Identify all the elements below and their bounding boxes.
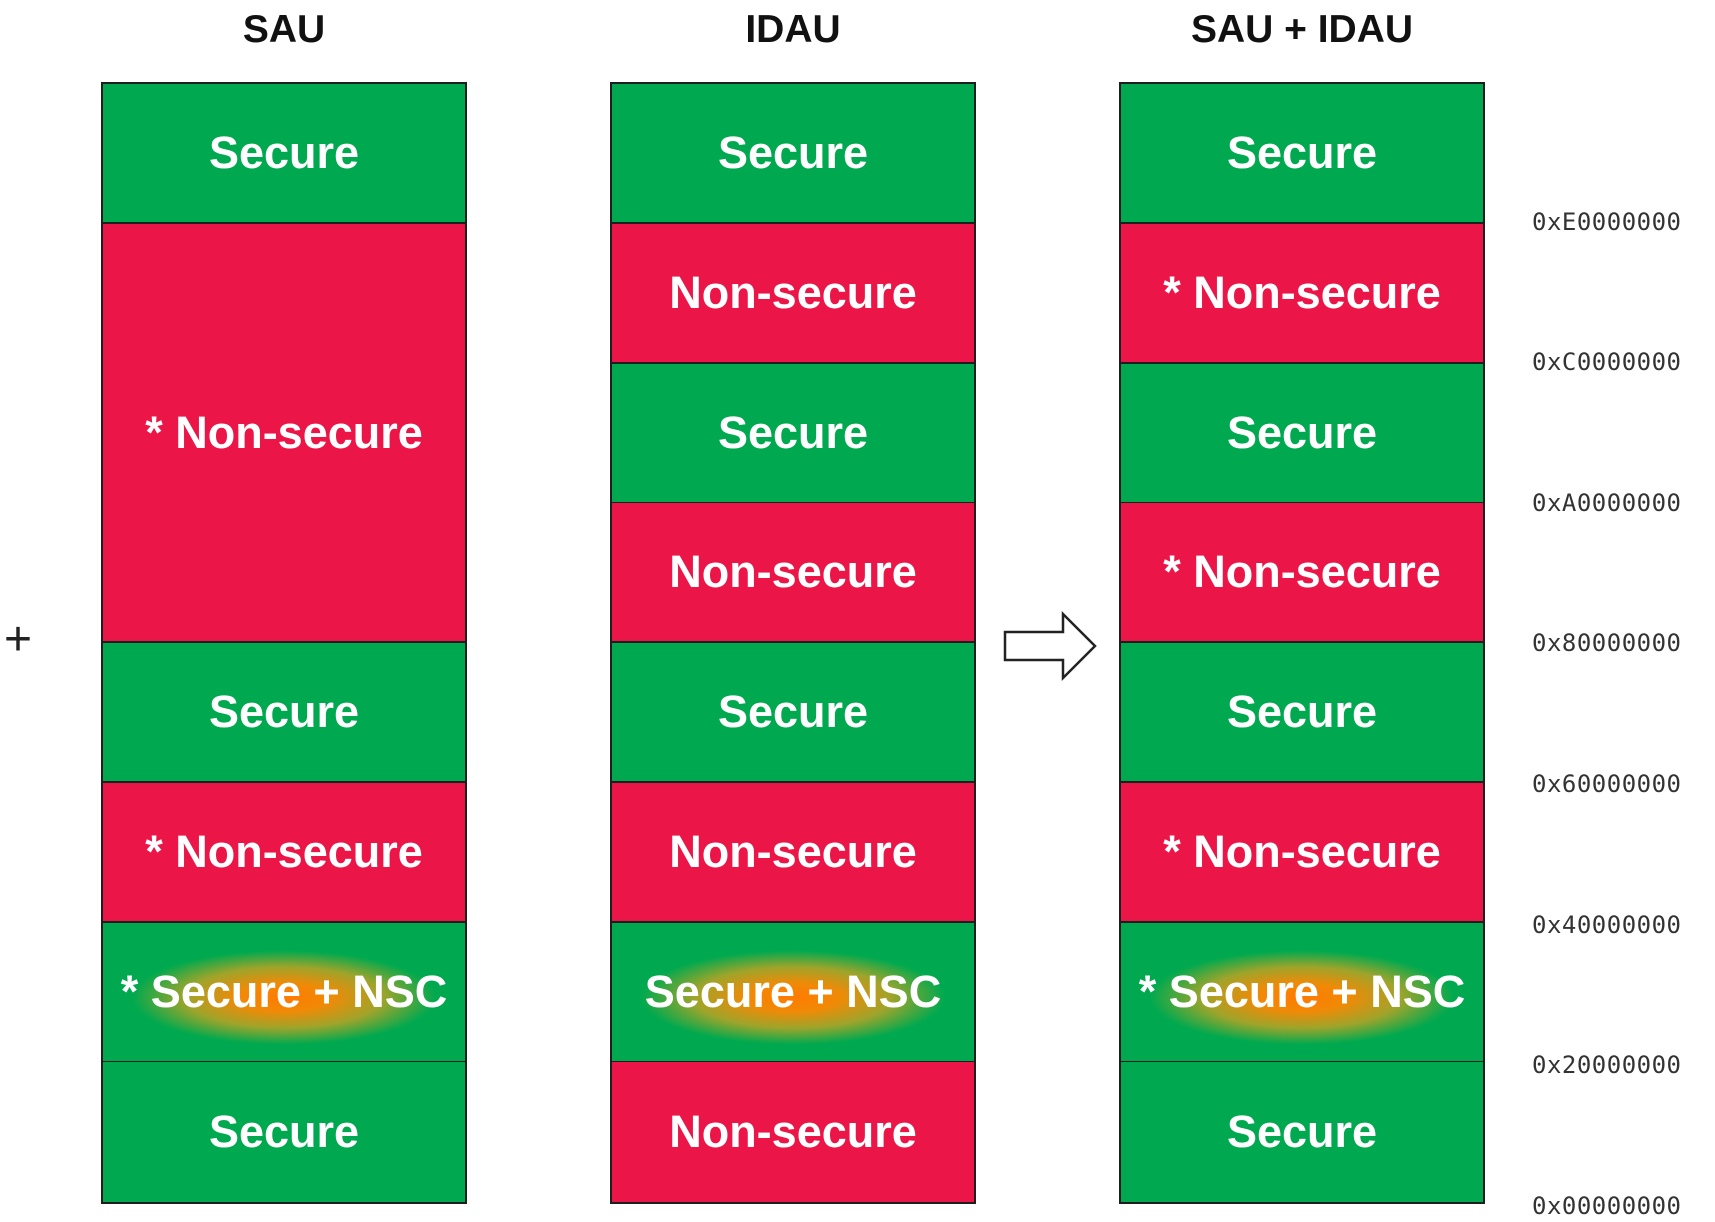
region-label: * Non-secure [145,406,423,458]
address-label: 0xE0000000 [1532,208,1682,236]
right-arrow-outline-icon [1003,610,1097,682]
region-label: Secure [208,127,360,178]
region-nonsecure: Non-secure [612,224,974,364]
region-label: Non-secure [669,826,917,877]
region-nsc: * Secure + NSC [103,923,465,1063]
region-label: Secure [1226,127,1378,178]
region-label: Secure [208,686,360,737]
region-label: * Non-secure [1163,826,1441,877]
region-label: Secure [717,686,869,737]
region-secure: Secure [612,364,974,504]
address-label: 0x40000000 [1532,911,1682,939]
region-secure: Secure [612,84,974,224]
address-label: 0xC0000000 [1532,348,1682,376]
plus-operator: + [4,613,33,666]
region-label: * Secure + NSC [1138,966,1466,1017]
region-nonsecure: * Non-secure [103,224,465,643]
region-secure: Secure [103,1062,465,1202]
address-label: 0xA0000000 [1532,489,1682,517]
address-label: 0x00000000 [1532,1192,1682,1220]
region-secure: Secure [1121,84,1483,224]
region-nonsecure: * Non-secure [1121,783,1483,923]
region-label: * Secure + NSC [120,966,448,1017]
region-nsc: * Secure + NSC [1121,923,1483,1063]
region-label: Secure [1226,1106,1378,1157]
region-label: * Non-secure [1163,546,1441,597]
region-label: Non-secure [669,267,917,318]
region-label: Non-secure [669,546,917,597]
sau-title: SAU [242,8,326,51]
region-secure: Secure [612,643,974,783]
address-label: 0x60000000 [1532,770,1682,798]
address-label: 0x80000000 [1532,629,1682,657]
region-nsc: Secure + NSC [612,923,974,1063]
region-secure: Secure [1121,1062,1483,1202]
region-label: * Non-secure [145,826,423,877]
sau-idau-title: SAU + IDAU [1190,8,1414,51]
region-nonsecure: Non-secure [612,783,974,923]
region-label: Non-secure [669,1106,917,1157]
region-label: Secure [1226,686,1378,737]
region-nonsecure: * Non-secure [103,783,465,923]
region-label: Secure [717,407,869,458]
region-label: Secure [717,127,869,178]
region-secure: Secure [1121,643,1483,783]
region-secure: Secure [1121,364,1483,504]
idau-title: IDAU [745,8,841,51]
region-nonsecure: * Non-secure [1121,224,1483,364]
region-secure: Secure [103,84,465,224]
region-label: Secure + NSC [644,966,942,1017]
region-secure: Secure [103,643,465,783]
address-label: 0x20000000 [1532,1051,1682,1079]
region-nonsecure: Non-secure [612,1062,974,1202]
region-label: Secure [1226,407,1378,458]
region-label: Secure [208,1106,360,1157]
region-nonsecure: * Non-secure [1121,503,1483,643]
region-label: * Non-secure [1163,267,1441,318]
region-nonsecure: Non-secure [612,503,974,643]
